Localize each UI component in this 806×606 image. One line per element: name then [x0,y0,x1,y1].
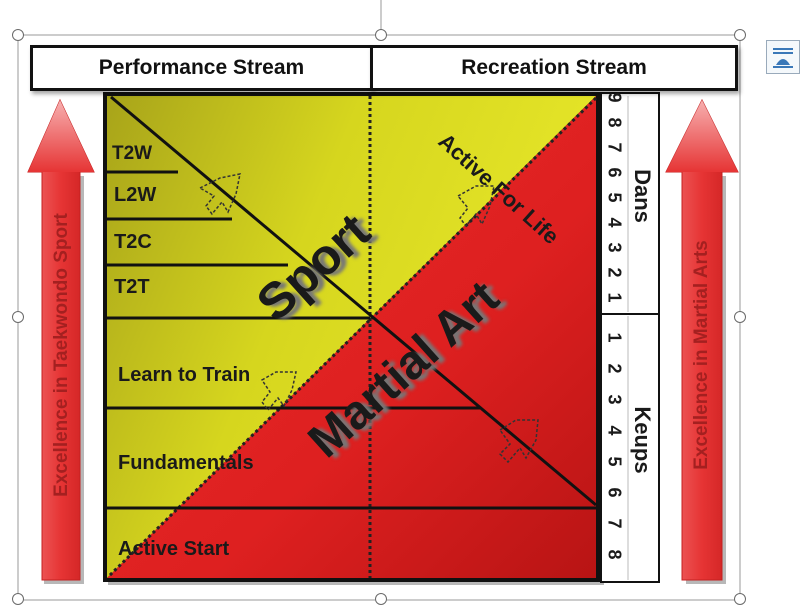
resize-handle-bottom-right[interactable] [734,593,746,605]
stage-fundamentals: Fundamentals [118,452,254,474]
recreation-stream-label: Recreation Stream [461,56,647,79]
stage-t2t: T2T [114,276,150,298]
layout-options-icon[interactable] [766,40,800,74]
performance-stream-header: Performance Stream [30,45,373,91]
performance-stream-label: Performance Stream [98,56,305,79]
dashed-arrow-icon [198,173,539,464]
dans-label: Dans [630,169,655,223]
keups-label: Keups [630,406,655,474]
stage-l2w: L2W [114,184,157,206]
right-excellence-arrow [665,98,739,584]
recreation-stream-header: Recreation Stream [370,45,738,91]
stage-t2c: T2C [114,231,152,253]
stage-t2w: T2W [112,143,153,164]
resize-handle-bottom-center[interactable] [375,593,387,605]
dans-numbers: 9 8 7 6 5 4 3 2 1 [604,92,625,308]
stage-learn-to-train: Learn to Train [118,364,251,386]
keups-box [600,313,660,583]
left-arrow-label: Excellence in Taekwondo Sport [51,213,72,497]
left-excellence-arrow [27,98,95,584]
keups-numbers: 1 2 3 4 5 6 7 8 [604,332,625,568]
stage-lines [107,170,596,510]
stage-active-start: Active Start [118,538,230,560]
resize-handle-middle-left[interactable] [12,311,24,323]
resize-handle-top-right[interactable] [734,29,746,41]
development-diagonal [110,95,597,507]
resize-handle-top-center[interactable] [375,29,387,41]
resize-handle-bottom-left[interactable] [12,593,24,605]
right-arrow-label: Excellence in Martial Arts [691,240,712,470]
resize-handle-middle-right[interactable] [734,311,746,323]
resize-handle-top-left[interactable] [12,29,24,41]
